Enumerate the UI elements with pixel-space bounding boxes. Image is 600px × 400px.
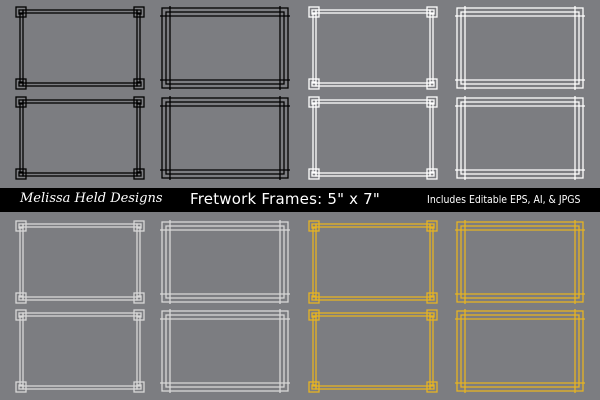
brand-name: Melissa Held Designs [20, 191, 163, 206]
fretwork-frame-gold [308, 309, 438, 393]
fretwork-frame-black [160, 96, 290, 180]
fretwork-frame-gold [455, 309, 585, 393]
fretwork-frame-gold [455, 220, 585, 304]
product-title: Fretwork Frames: 5" x 7" [190, 190, 381, 208]
fretwork-frame-white [455, 6, 585, 90]
fretwork-frame-white [455, 96, 585, 180]
title-banner: Melissa Held Designs Fretwork Frames: 5"… [0, 188, 600, 212]
fretwork-frame-gold [308, 220, 438, 304]
fretwork-frame-silver [160, 220, 290, 304]
fretwork-frame-white [308, 96, 438, 180]
file-formats-info: Includes Editable EPS, AI, & JPGS [426, 193, 580, 206]
fretwork-frame-silver [160, 309, 290, 393]
fretwork-frame-silver [15, 309, 145, 393]
fretwork-frame-silver [15, 220, 145, 304]
fretwork-frame-white [308, 6, 438, 90]
fretwork-frame-black [160, 6, 290, 90]
fretwork-frame-black [15, 96, 145, 180]
fretwork-frame-black [15, 6, 145, 90]
